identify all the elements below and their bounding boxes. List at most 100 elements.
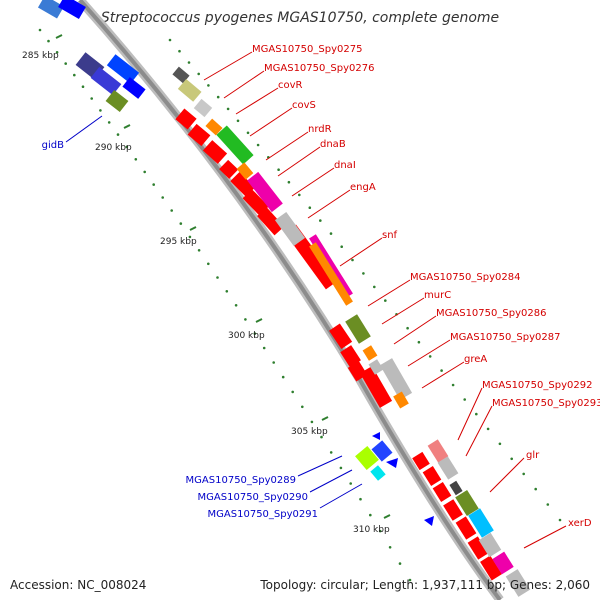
tick-dot: [262, 346, 266, 350]
cog-block: [379, 358, 413, 400]
gene-label-dnab: dnaB: [320, 139, 346, 150]
gene-arrow: [340, 345, 361, 368]
tick-dot: [408, 578, 412, 582]
tick-dot: [272, 361, 276, 364]
tick-dot: [291, 390, 295, 394]
gene-arrow: [257, 207, 285, 236]
gene-label-enga: engA: [350, 182, 376, 193]
tick-dot: [197, 72, 200, 76]
gene-arrow: [106, 54, 140, 84]
tick-dot: [298, 193, 301, 197]
tick-dot: [378, 529, 382, 533]
accession-text: Accession: NC_008024: [10, 578, 147, 592]
gene-label-glr: glr: [526, 450, 540, 461]
tick-dot: [125, 145, 129, 149]
tick-dot: [99, 109, 102, 112]
tick-dots: [38, 28, 562, 582]
tick-dot: [351, 258, 354, 262]
tick-dot: [406, 326, 409, 330]
gene-arrow: [359, 366, 393, 408]
tick-dot: [187, 61, 191, 64]
tick-dot: [281, 375, 285, 379]
tick-dot: [236, 119, 240, 123]
gene-arrow: [467, 536, 489, 560]
gene-arrow: [90, 66, 122, 96]
gene-label-spy0276: MGAS10750_Spy0276: [264, 63, 374, 74]
gene-label-xerd: xerD: [568, 518, 592, 529]
tick-dot: [161, 196, 164, 199]
tick-dot: [417, 340, 421, 344]
tick-dot: [384, 299, 387, 302]
cog-block: [345, 314, 371, 344]
tick-label-300: 300 kbp: [228, 331, 265, 341]
gene-arrow: [230, 171, 256, 197]
topology-text: Topology: circular; Length: 1,937,111 bp…: [260, 578, 590, 592]
gene-label-spy0293: MGAS10750_Spy0293: [492, 398, 600, 409]
cog-block: [468, 508, 494, 538]
tick-dot: [256, 143, 260, 147]
gene-arrow: [37, 0, 65, 19]
gene-label-spy0289: MGAS10750_Spy0289: [186, 475, 296, 486]
gene-arrow: [58, 0, 86, 20]
gene-arrow: [432, 482, 452, 502]
forward-gene-labels: MGAS10750_Spy0275 MGAS10750_Spy0276 covR…: [203, 44, 600, 549]
cog-block: [449, 480, 463, 496]
gene-label-spy0286: MGAS10750_Spy0286: [436, 308, 546, 319]
gene-label-spy0290: MGAS10750_Spy0290: [198, 492, 308, 503]
cog-block: [205, 118, 223, 136]
tick-dot: [73, 73, 76, 77]
tick-dot: [277, 168, 280, 171]
tick-label-285: 285 kbp: [22, 51, 59, 61]
tick-dot: [373, 285, 376, 289]
tick-dot: [463, 398, 467, 401]
gene-arrow: [370, 465, 386, 481]
cog-block: [309, 242, 353, 306]
tick-dot: [522, 472, 525, 476]
tick-dot: [168, 38, 172, 42]
cog-block: [247, 171, 283, 213]
genome-title: Streptococcus pyogenes MGAS10750, comple…: [101, 10, 499, 26]
cog-block: [368, 359, 384, 375]
cog-block: [437, 456, 459, 480]
gene-arrow: [412, 451, 430, 471]
gene-arrow: [424, 516, 434, 526]
tick-dot: [349, 482, 353, 485]
tick-dot: [319, 219, 322, 222]
tick-dot: [234, 304, 238, 307]
tick-dot: [152, 183, 155, 186]
tick-dot: [226, 107, 230, 111]
gene-label-nrdr: nrdR: [308, 124, 332, 135]
gene-label-spy0284: MGAS10750_Spy0284: [410, 272, 520, 283]
tick-dot: [216, 95, 220, 99]
tick-dot: [170, 209, 173, 212]
cog-block: [505, 569, 531, 597]
tick-dot: [178, 49, 181, 53]
cog-block: [492, 551, 514, 575]
cog-block: [177, 78, 202, 102]
tick-dot: [225, 290, 229, 293]
tick-dot: [339, 466, 343, 470]
cog-block: [455, 489, 479, 517]
forward-genes: [175, 108, 502, 581]
tick-dot: [197, 249, 201, 252]
gene-arrow: [187, 123, 211, 147]
gene-label-grea: greA: [464, 354, 487, 365]
tick-label-295: 295 kbp: [160, 237, 197, 247]
tick-label-310: 310 kbp: [353, 525, 390, 535]
tick-dot: [188, 235, 192, 239]
cog-block: [478, 532, 502, 558]
tick-label-305: 305 kbp: [291, 427, 328, 437]
tick-dot: [369, 513, 372, 517]
tick-dot: [90, 97, 93, 100]
tick-dot: [253, 332, 257, 335]
gene-arrow: [443, 499, 463, 521]
gene-label-gidb: gidB: [42, 140, 64, 151]
gene-arrow: [122, 77, 146, 99]
reverse-gene-labels: gidB MGAS10750_Spy0289 MGAS10750_Spy0290…: [42, 115, 363, 520]
gene-arrow: [422, 466, 442, 486]
tick-dot: [287, 180, 291, 184]
tick-dot: [134, 158, 138, 161]
tick-dot: [388, 546, 392, 549]
cog-block: [236, 162, 254, 180]
